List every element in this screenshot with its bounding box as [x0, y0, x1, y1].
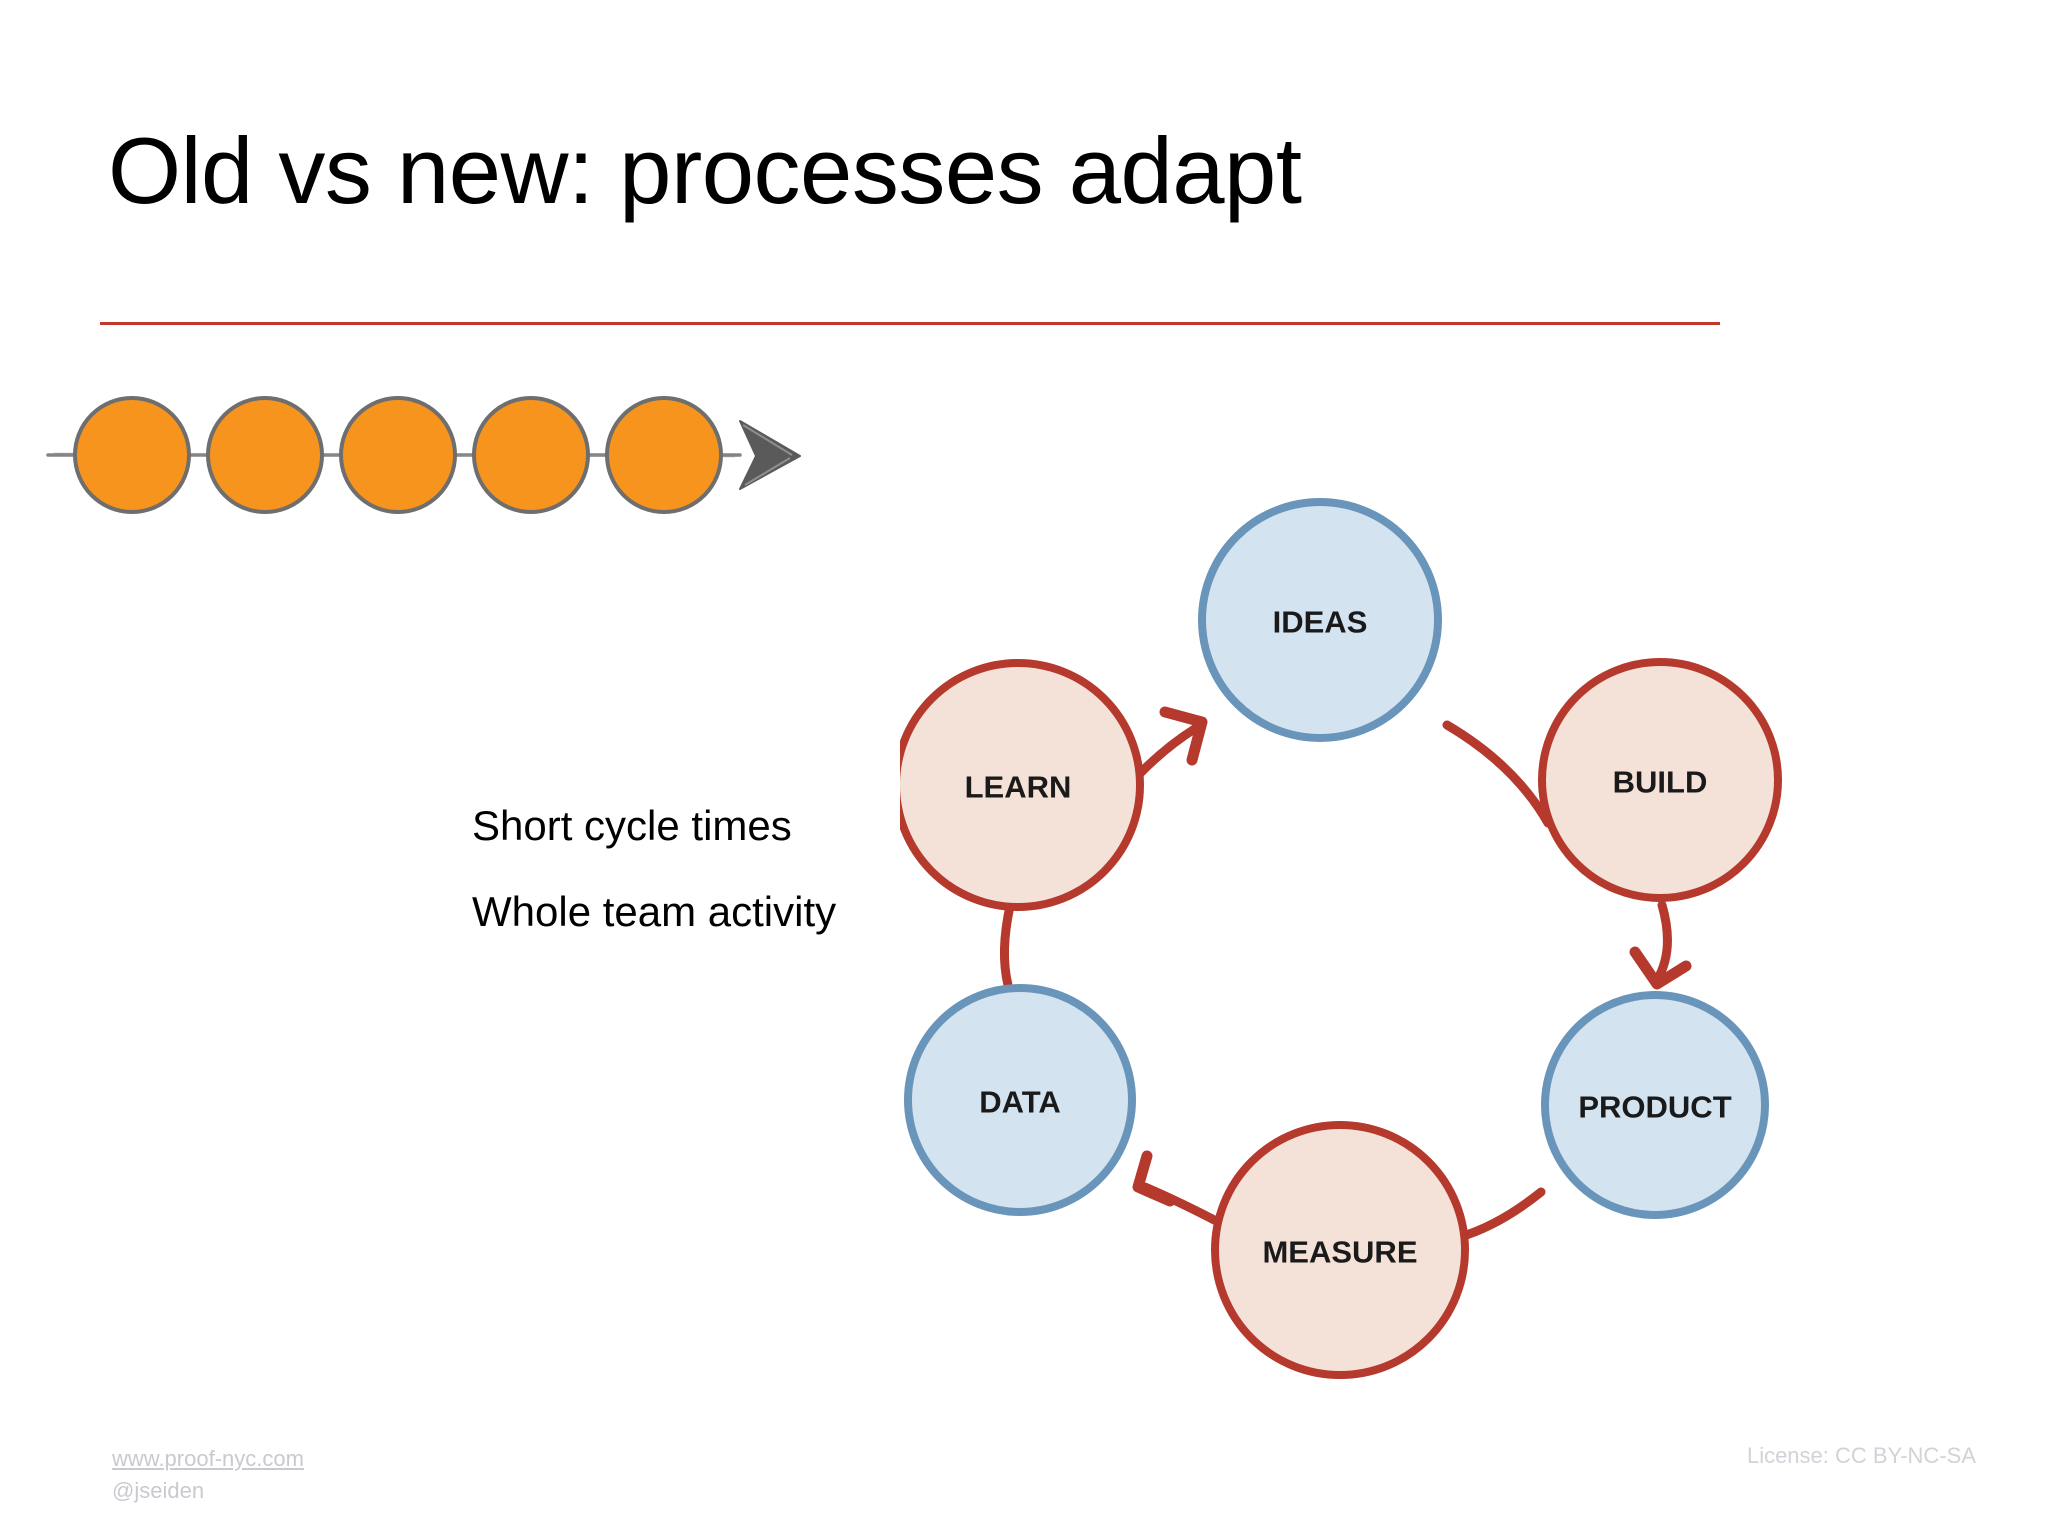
cycle-node-label: MEASURE — [1262, 1235, 1417, 1270]
process-stage-circle — [472, 396, 590, 514]
footer-social-handle: @jseiden — [112, 1477, 205, 1503]
cycle-node-label: PRODUCT — [1578, 1090, 1731, 1125]
body-text-block: Short cycle times Whole team activity — [472, 805, 992, 933]
connector-data-to-learn — [999, 901, 1015, 990]
cycle-node-label: BUILD — [1613, 765, 1708, 800]
cycle-node-learn[interactable]: LEARN — [900, 659, 1144, 911]
cycle-node-data[interactable]: DATA — [904, 984, 1136, 1216]
body-line-whole-team-activity: Whole team activity — [472, 888, 837, 935]
cycle-node-ideas[interactable]: IDEAS — [1198, 498, 1442, 742]
connector-product-to-measure — [1455, 1187, 1546, 1242]
footer-left: www.proof-nyc.com @jseiden — [112, 1443, 304, 1507]
page-title: Old vs new: processes adapt — [108, 118, 1302, 223]
connector-ideas-to-build — [1442, 720, 1553, 828]
footer-license: License: CC BY-NC-SA — [1746, 1443, 1976, 1468]
build-measure-learn-cycle: IDEAS BUILD PRODUCT MEASURE DATA — [900, 460, 1782, 1380]
process-stage-circle — [605, 396, 723, 514]
process-stage-circle — [73, 396, 191, 514]
arrow-build-to-product — [1629, 900, 1692, 990]
arrow-measure-to-data — [1132, 1150, 1225, 1228]
chain-arrowhead-icon — [739, 420, 801, 490]
cycle-node-label: IDEAS — [1273, 605, 1368, 640]
title-divider — [100, 322, 1720, 325]
body-line-short-cycle-times: Short cycle times — [472, 802, 792, 849]
old-process-chain — [40, 385, 840, 525]
cycle-node-product[interactable]: PRODUCT — [1541, 991, 1769, 1219]
cycle-node-build[interactable]: BUILD — [1538, 658, 1782, 902]
cycle-node-label: DATA — [979, 1085, 1061, 1120]
cycle-node-measure[interactable]: MEASURE — [1211, 1121, 1469, 1379]
cycle-node-label: LEARN — [965, 770, 1072, 805]
process-stage-circle — [339, 396, 457, 514]
footer-website-link[interactable]: www.proof-nyc.com — [112, 1446, 304, 1471]
process-stage-circle — [206, 396, 324, 514]
